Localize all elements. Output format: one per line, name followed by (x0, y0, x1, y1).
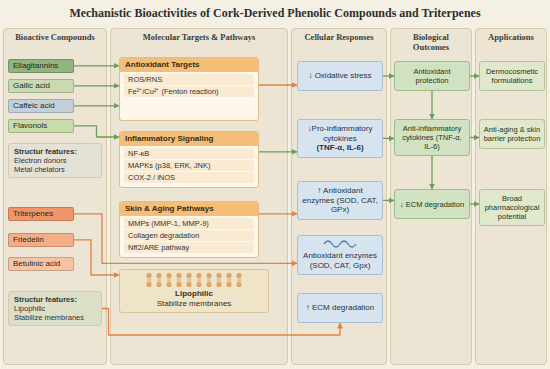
connector-arrow (259, 84, 297, 85)
wave-icon (323, 238, 357, 250)
connector-arrow (259, 213, 297, 214)
node-text: Fe²⁺/Cu²⁺ (Fenton reaction) (124, 86, 254, 97)
compound-box: Triterpenes (8, 207, 74, 221)
connector-arrow (383, 75, 394, 76)
node-text: ROS/RNS (124, 74, 254, 85)
node-text: Broad pharmacological potential (483, 194, 541, 221)
node-text: Triterpenes (13, 209, 69, 219)
node-text: Antioxidant protection (398, 67, 466, 85)
column-heading: Cellular Responses (292, 29, 386, 43)
node-text: ↓ Oxidative stress (302, 71, 378, 81)
node-text: MMPs (MMP-1, MMP-9) (124, 218, 254, 229)
connector-arrow (74, 65, 119, 66)
compound-box: Caffeic acid (8, 99, 74, 113)
column-heading: Bioactive Compounds (4, 29, 106, 43)
connector-arrow (470, 75, 479, 76)
compound-box: Ellagitannins (8, 59, 74, 73)
column-panel: Molecular Targets & PathwaysAntioxidant … (110, 28, 288, 365)
column-panel: Cellular Responses ↓ Oxidative stress ↓Pro… (291, 28, 387, 365)
connector-arrow (74, 85, 119, 86)
connector-arrow (470, 203, 479, 204)
application-box: Broad pharmacological potential (479, 189, 545, 226)
node-text: Caffeic acid (13, 101, 69, 111)
node-text: Betulinic acid (13, 259, 69, 269)
application-box: Dermocosmetic formulations (479, 61, 545, 91)
outcome-box: ↓ ECM degradation (394, 189, 470, 219)
node-text: Gallic acid (13, 81, 69, 91)
connector-arrow (383, 138, 394, 139)
connector-arrow (470, 137, 479, 138)
node-text: Antioxidant enzymes (SOD, CAT, Gpx) (302, 251, 378, 270)
node-text: Stabilize membranes (14, 313, 96, 322)
membrane-illustration (144, 272, 244, 288)
node-text: Lipophilic (126, 289, 262, 299)
node-text: Metal chelators (14, 165, 96, 174)
column-panel: Biological OutcomesAntioxidant protectio… (390, 28, 472, 365)
application-box: Anti-aging & skin barrier protection (479, 119, 545, 149)
node-text: Stabilize membranes (126, 299, 262, 309)
node-text: COX-2 / iNOS (124, 172, 254, 183)
membrane-box: LipophilicStabilize membranes (119, 269, 269, 313)
connector-arrow (431, 91, 432, 119)
node-text: Flavonols (13, 121, 69, 131)
node-text: Collagen degradation (124, 230, 254, 241)
pathway-box: Antioxidant TargetsROS/RNSFe²⁺/Cu²⁺ (Fen… (119, 57, 259, 121)
connector-arrow (383, 200, 394, 201)
pathway-box: Inflammatory SignalingNF-κBMAPKs (p38, E… (119, 131, 259, 188)
node-text: Structur features: (14, 147, 96, 156)
column-panel: Bioactive CompoundsEllagitanninsGallic a… (3, 28, 107, 365)
node-text: ↓Pro-inflammatory cytokines (302, 124, 378, 143)
compound-box: Gallic acid (8, 79, 74, 93)
node-text: Ellagitannins (13, 61, 69, 71)
node-text: Lipophilic (14, 304, 96, 313)
response-box: ↓ Oxidative stress (297, 61, 383, 91)
outcome-box: Anti-inflammatory cytokines (TNF-α, IL-6… (394, 119, 470, 156)
compound-box: Friedelin (8, 233, 74, 247)
response-box: ↑ ECM degradation (297, 293, 383, 323)
node-text: Anti-inflammatory cytokines (TNF-α, IL-6… (398, 124, 466, 151)
node-text: NF-κB (124, 148, 254, 159)
node-text: ↑ Antioxidant enzymes (SOD, CAT, GPx) (302, 186, 378, 215)
response-box: ↑ Antioxidant enzymes (SOD, CAT, GPx) (297, 181, 383, 220)
connector-arrow (74, 105, 119, 106)
node-text: MAPKs (p38, ERK, JNK) (124, 160, 254, 171)
response-box: ↓Pro-inflammatory cytokines(TNF-α, IL-6) (297, 119, 383, 158)
node-text: Dermocosmetic formulations (483, 67, 541, 85)
node-text: Friedelin (13, 235, 69, 245)
connector-arrow (259, 151, 297, 152)
node-text: Antioxidant Targets (120, 58, 258, 72)
compound-box: Flavonols (8, 119, 74, 133)
node-text: Anti-aging & skin barrier protection (483, 125, 541, 143)
pathway-box: Skin & Aging PathwaysMMPs (MMP-1, MMP-9)… (119, 201, 259, 258)
feature-box: Structur features:LipophilicStabilize me… (8, 291, 102, 326)
column-heading: Molecular Targets & Pathways (111, 29, 287, 43)
column-heading: Biological Outcomes (391, 29, 471, 53)
column-panel: ApplicationsDermocosmetic formulationsAn… (475, 28, 547, 365)
column-heading: Applications (476, 29, 546, 43)
node-text: ↓ ECM degradation (398, 200, 466, 209)
compound-box: Betulinic acid (8, 257, 74, 271)
diagram-title: Mechanistic Bioactivities of Cork-Derive… (0, 0, 550, 21)
node-text: (TNF-α, IL-6) (302, 143, 378, 153)
node-text: ↑ ECM degradation (302, 303, 378, 313)
response-box: Antioxidant enzymes (SOD, CAT, Gpx) (297, 235, 383, 275)
connector-arrow (431, 156, 432, 189)
node-text: Inflammatory Signaling (120, 132, 258, 146)
node-text: Skin & Aging Pathways (120, 202, 258, 216)
outcome-box: Antioxidant protection (394, 61, 470, 91)
node-text: Electron donors (14, 156, 96, 165)
feature-box: Structur features:Electron donorsMetal c… (8, 143, 102, 178)
node-text: Structur features: (14, 295, 96, 304)
node-text: Nff2/ARE pathway (124, 242, 254, 253)
